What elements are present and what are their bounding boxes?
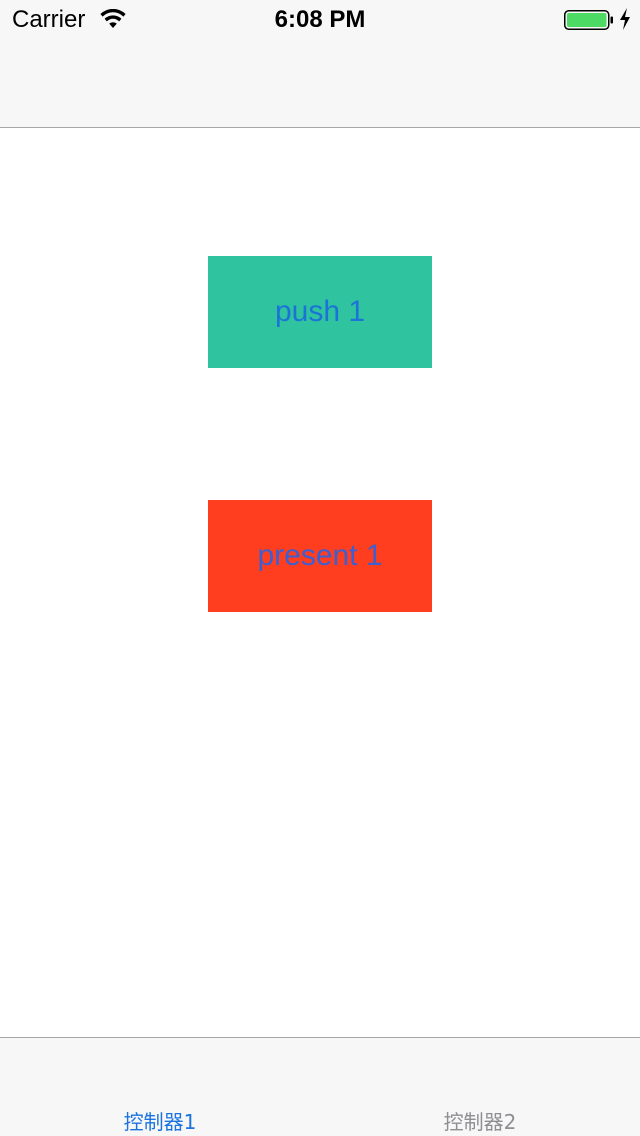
navigation-bar: Carrier 6:08 PM: [0, 0, 640, 128]
carrier-label: Carrier: [12, 6, 86, 33]
push-button[interactable]: push 1: [208, 256, 432, 368]
tab-bar: 控制器1 控制器2: [0, 1037, 640, 1136]
tab-label: 控制器2: [443, 1110, 517, 1134]
tab-controller-2[interactable]: 控制器2: [320, 1038, 640, 1136]
tab-controller-1[interactable]: 控制器1: [0, 1038, 320, 1136]
status-bar: Carrier 6:08 PM: [0, 0, 640, 40]
battery-icon: [564, 10, 613, 30]
wifi-icon: [100, 9, 126, 28]
present-button[interactable]: present 1: [208, 500, 432, 612]
push-button-label: push 1: [274, 295, 366, 328]
clock: 6:08 PM: [274, 6, 366, 33]
charging-bolt-icon: [620, 8, 630, 30]
present-button-label: present 1: [257, 539, 383, 572]
tab-label: 控制器1: [123, 1110, 197, 1134]
